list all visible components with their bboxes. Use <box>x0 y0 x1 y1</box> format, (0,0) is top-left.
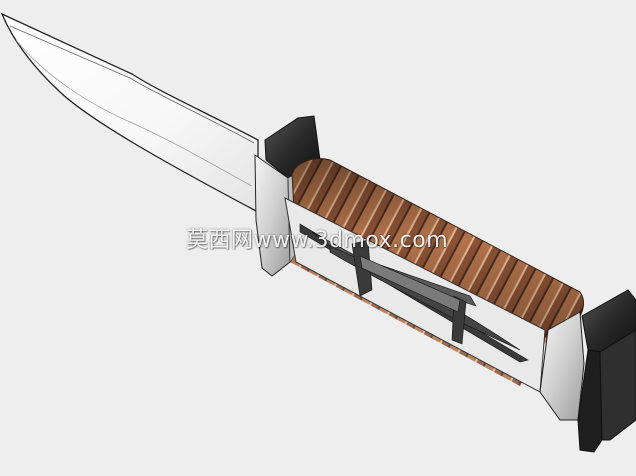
blade <box>0 12 259 214</box>
pommel <box>577 289 636 453</box>
grip <box>284 158 584 393</box>
grip-engraving <box>299 223 529 363</box>
